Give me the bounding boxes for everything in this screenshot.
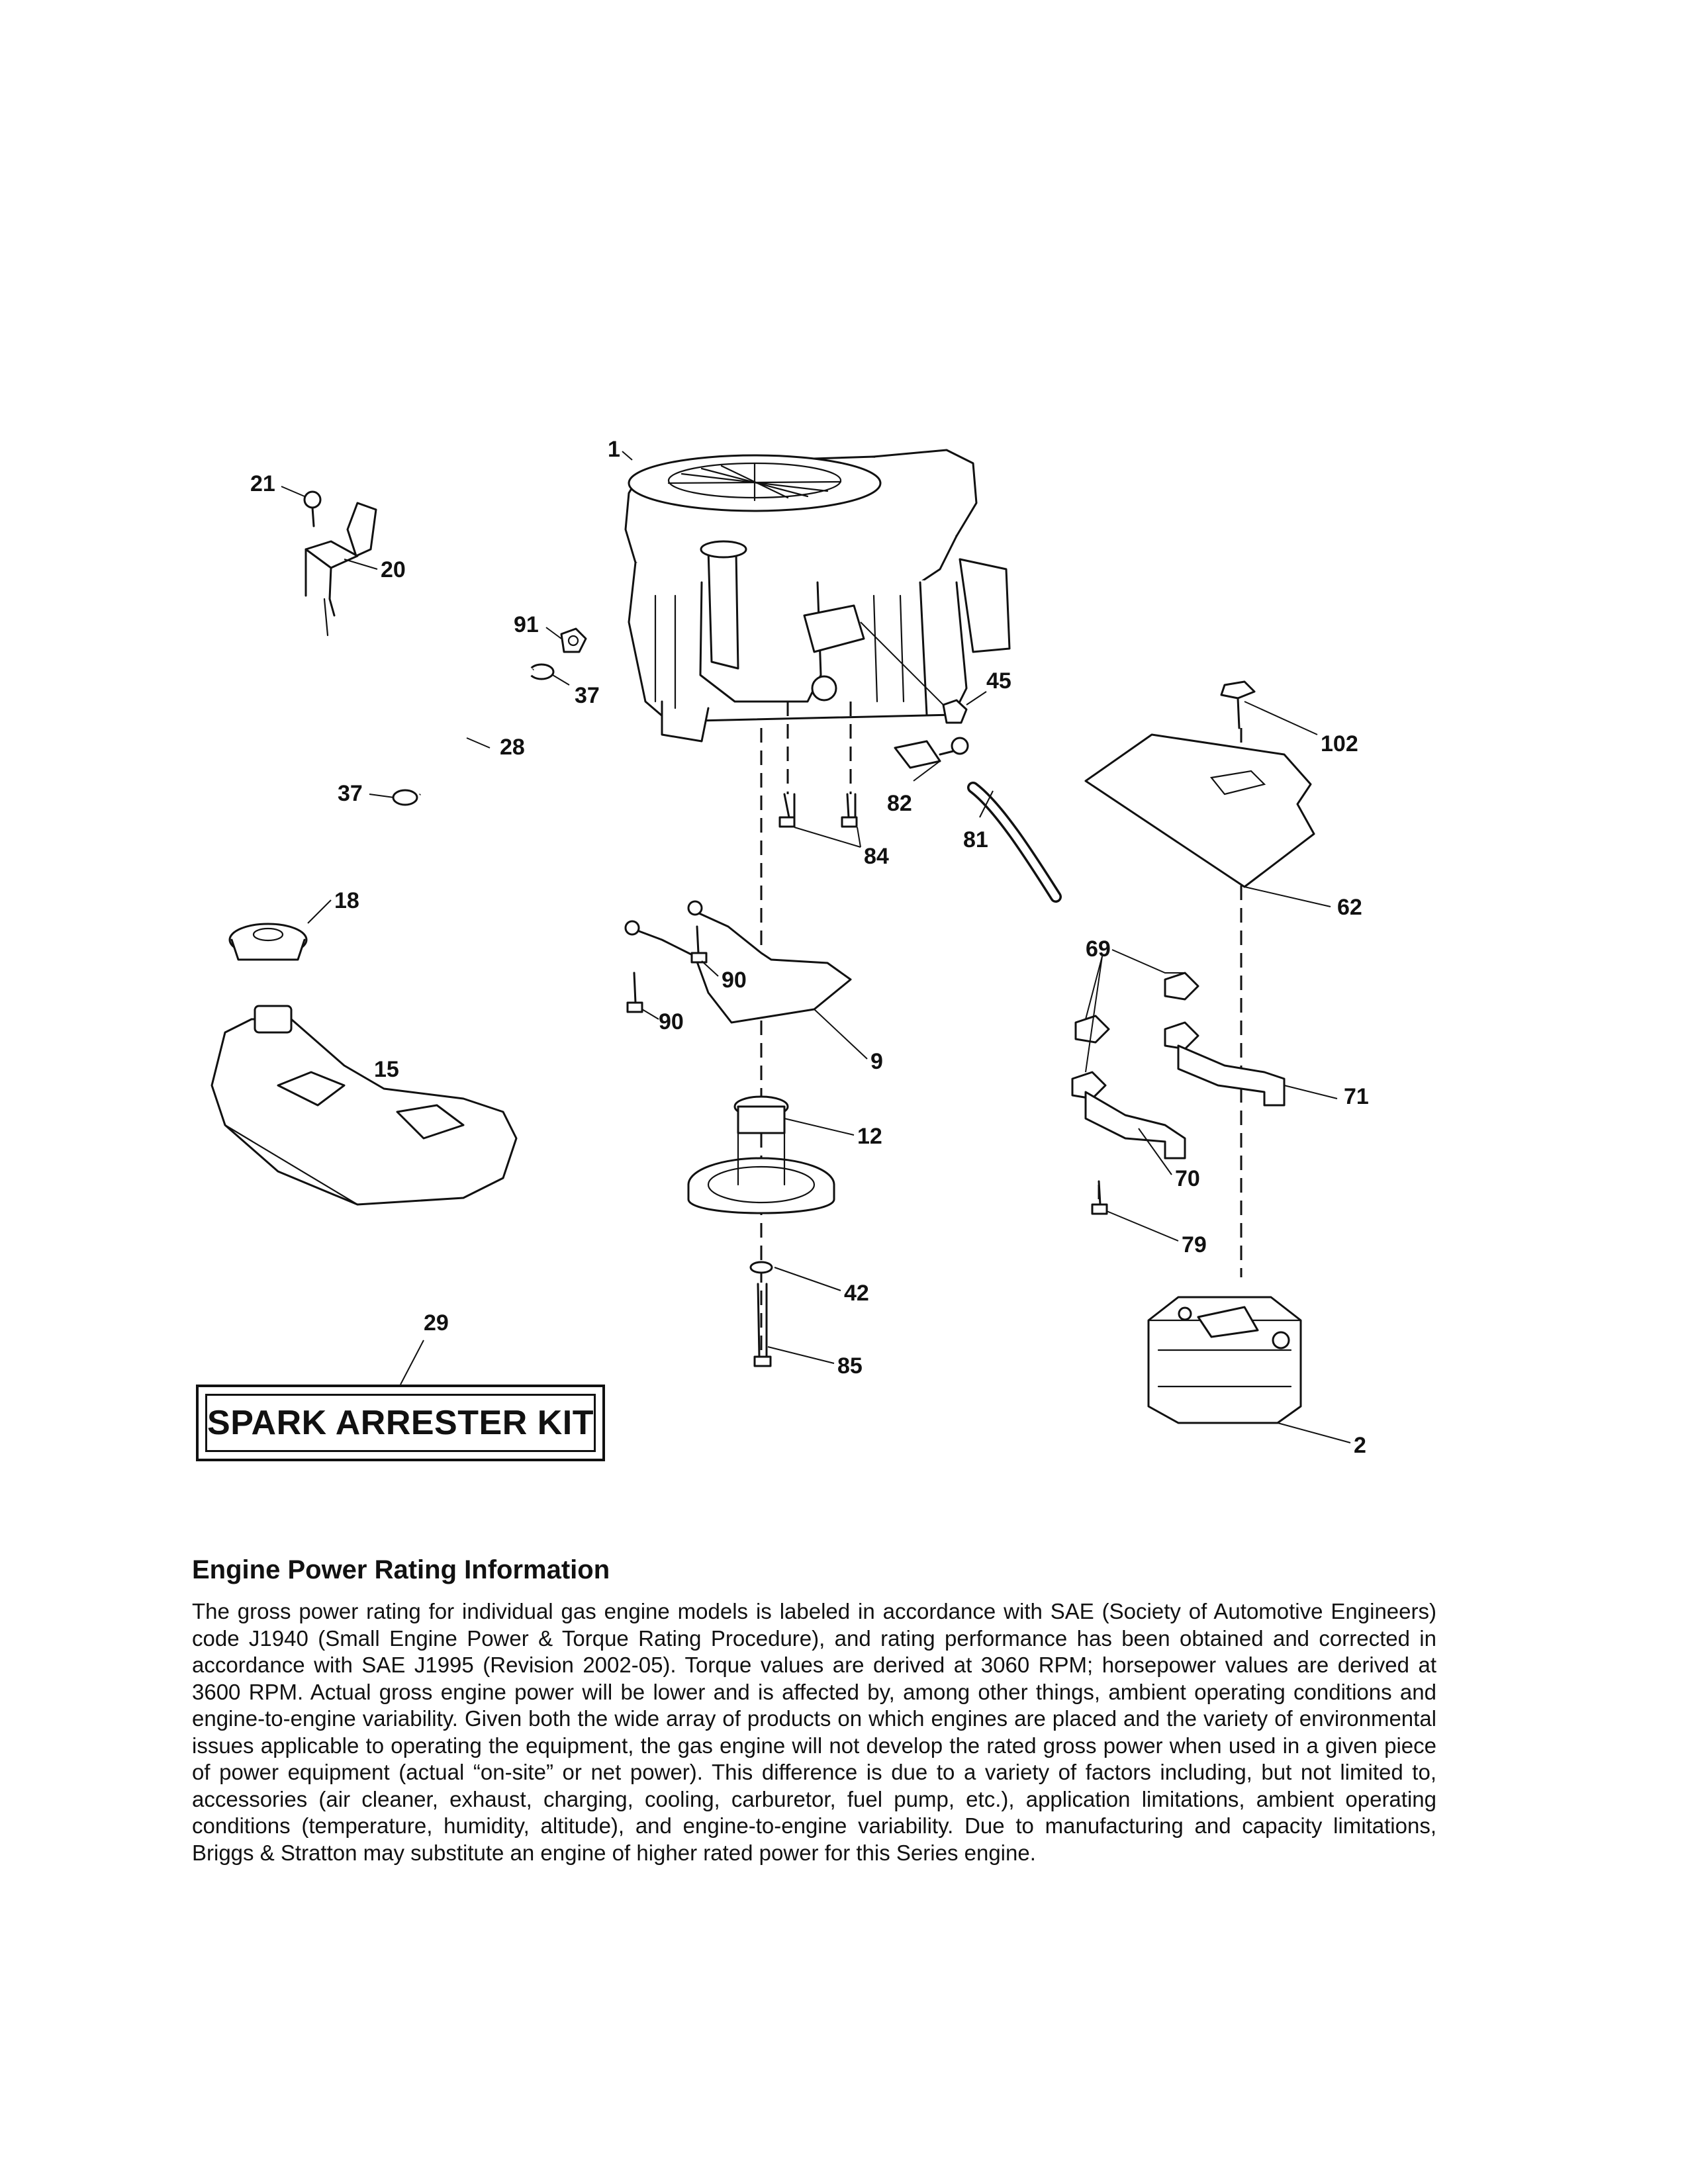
bolt-part-102 <box>1220 680 1256 729</box>
callout-2: 2 <box>1354 1433 1366 1458</box>
nut-part-91 <box>560 627 587 653</box>
callout-21: 21 <box>250 471 275 496</box>
heat-shield-part-62 <box>1084 733 1315 888</box>
callout-18: 18 <box>334 888 359 913</box>
leader-29 <box>400 1340 424 1385</box>
spark-arrester-kit-box: SPARK ARRESTER KIT <box>196 1385 605 1461</box>
fuel-fitting-part-82 <box>894 737 969 769</box>
engine-power-rating-section: Engine Power Rating Information The gros… <box>192 1555 1436 1866</box>
callout-29: 29 <box>424 1310 449 1336</box>
engine-parts-diagram: 1 21 20 91 37 28 37 45 102 82 81 84 62 1… <box>211 437 1369 1458</box>
callout-90-upper: 90 <box>722 968 747 993</box>
exhaust-pipe-part-70 <box>1084 1091 1186 1160</box>
fuel-cap-part-18 <box>228 923 308 961</box>
throttle-bracket-part-20 <box>305 502 377 637</box>
callout-81: 81 <box>963 827 988 852</box>
callout-20: 20 <box>381 557 406 582</box>
engine-power-rating-body: The gross power rating for individual ga… <box>192 1599 1436 1865</box>
washer-part-42 <box>749 1261 773 1274</box>
fuel-hose-part-81 <box>967 782 1062 903</box>
callout-1: 1 <box>608 437 620 462</box>
spark-arrester-kit-inner: SPARK ARRESTER KIT <box>205 1394 596 1452</box>
bolts-part-84 <box>778 793 858 828</box>
callout-37-upper: 37 <box>575 683 600 708</box>
callout-84: 84 <box>864 844 889 869</box>
leader-lines <box>281 451 1351 1443</box>
engine-part-1 <box>624 449 1011 743</box>
callout-90-lower: 90 <box>659 1009 684 1034</box>
engine-power-rating-title: Engine Power Rating Information <box>192 1555 610 1584</box>
callout-85: 85 <box>837 1353 863 1379</box>
belt-guide-part-9 <box>624 900 852 1024</box>
callout-82: 82 <box>887 791 912 816</box>
bolt-part-79 <box>1091 1180 1108 1215</box>
callout-91: 91 <box>514 612 539 637</box>
bolt-part-90-upper <box>690 925 708 964</box>
callout-37-lower: 37 <box>338 781 363 806</box>
muffler-part-2 <box>1147 1296 1302 1424</box>
callout-12: 12 <box>857 1124 882 1149</box>
throttle-bolt-part-21 <box>303 490 322 527</box>
callout-62: 62 <box>1337 895 1362 920</box>
callout-70: 70 <box>1175 1166 1200 1191</box>
callout-15: 15 <box>374 1057 399 1082</box>
fuel-hose-part-28 <box>418 667 536 797</box>
callout-45: 45 <box>986 668 1011 694</box>
callout-28: 28 <box>500 735 525 760</box>
callout-71: 71 <box>1344 1084 1369 1109</box>
callout-102: 102 <box>1321 731 1358 756</box>
hose-clamp-part-37-lower <box>392 789 418 806</box>
callout-9: 9 <box>870 1049 883 1074</box>
fuel-tank-part-15 <box>211 1005 518 1206</box>
exhaust-pipe-part-71 <box>1177 1044 1286 1107</box>
nut-part-45 <box>942 699 968 724</box>
bolt-part-90-lower <box>626 972 643 1013</box>
callout-69: 69 <box>1086 936 1111 962</box>
bolt-part-85 <box>753 1283 772 1367</box>
pulley-part-12 <box>687 1095 835 1214</box>
callout-79: 79 <box>1182 1232 1207 1257</box>
callouts: 1 21 20 91 37 28 37 45 102 82 81 84 62 1… <box>250 437 1369 1458</box>
callout-42: 42 <box>844 1281 869 1306</box>
spark-arrester-kit-label: SPARK ARRESTER KIT <box>207 1404 594 1442</box>
